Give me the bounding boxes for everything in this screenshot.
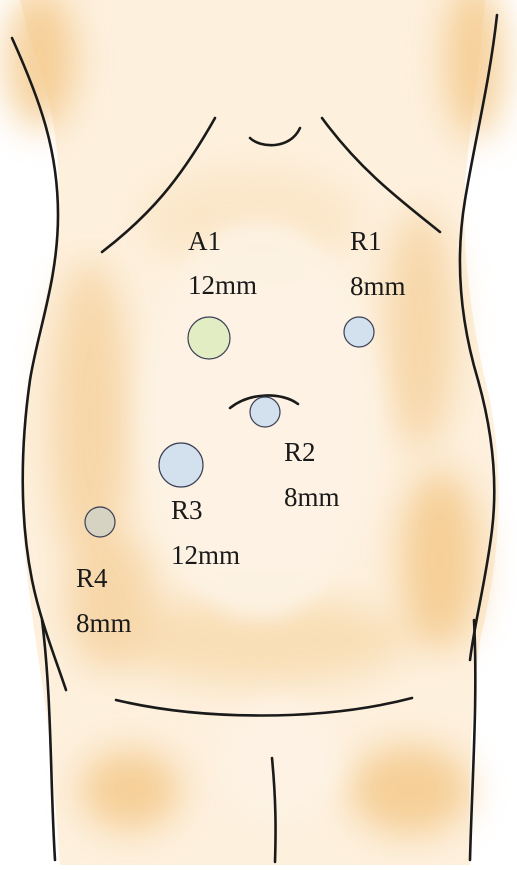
port-R2-size: 8mm (284, 482, 340, 512)
port-R3-size: 12mm (171, 540, 240, 570)
port-R1-label: R1 (350, 226, 382, 256)
port-R3-label: R3 (171, 495, 203, 525)
port-R4-label: R4 (76, 563, 108, 593)
port-R2-marker (250, 397, 280, 427)
port-R4-marker (85, 507, 115, 537)
port-A1-marker (188, 317, 230, 359)
port-R2-label: R2 (284, 437, 316, 467)
port-R4-size: 8mm (76, 608, 132, 638)
port-R3-marker (159, 443, 203, 487)
port-A1-size: 12mm (188, 270, 257, 300)
port-R1-size: 8mm (350, 271, 406, 301)
port-R1-marker (344, 317, 374, 347)
port-A1-label: A1 (188, 226, 221, 256)
